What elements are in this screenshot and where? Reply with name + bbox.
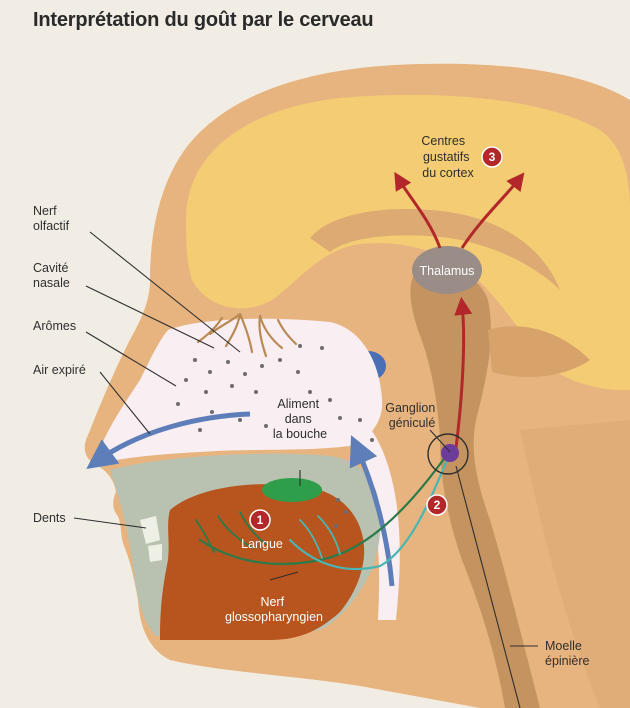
step-marker-1: 1 — [249, 509, 271, 531]
label-cavite-nasale: Cavité nasale — [33, 261, 72, 290]
thalamus — [412, 246, 482, 294]
arrow-cortex-right — [460, 172, 525, 249]
step-2-number: 2 — [434, 498, 441, 512]
brain-inner-arc — [310, 209, 560, 290]
cerebellum — [488, 326, 590, 377]
ganglion-highlight — [427, 433, 469, 475]
arrow-to-thalamus — [454, 296, 473, 449]
label-nerf-olfactif: Nerf olfactif — [33, 204, 70, 233]
air-expired-arrow — [86, 411, 251, 470]
pharynx — [346, 410, 400, 620]
step-3-number: 3 — [489, 150, 496, 164]
label-dents: Dents — [33, 511, 66, 525]
brain — [186, 94, 630, 391]
brainstem — [410, 266, 540, 708]
teeth-lower — [148, 544, 162, 562]
step-1-number: 1 — [257, 513, 264, 527]
ganglion — [441, 444, 459, 462]
olfactory-nerve — [196, 312, 298, 358]
label-aromes: Arômes — [33, 319, 76, 333]
taste-nerves — [195, 454, 450, 571]
diagram-title: Interprétation du goût par le cerveau — [33, 9, 374, 31]
step-marker-2: 2 — [426, 494, 448, 516]
label-moelle: Moelle épinière — [545, 639, 590, 668]
retronasal-arrow — [349, 435, 395, 587]
label-langue: Langue — [241, 537, 283, 551]
leader-lines — [73, 231, 538, 708]
label-centres-gustatifs: Centres gustatifs du cortex — [421, 134, 474, 180]
arrow-cortex-left — [394, 171, 442, 249]
label-aliment: Aliment dans la bouche — [273, 397, 327, 441]
label-nerf-glosso: Nerf glossopharyngien — [225, 595, 323, 624]
label-ganglion: Ganglion géniculé — [385, 401, 439, 430]
neck-shade — [520, 420, 630, 708]
teeth — [140, 516, 160, 544]
label-thalamus: Thalamus — [420, 264, 475, 278]
food-bolus — [262, 478, 322, 502]
label-air-expire: Air expiré — [33, 363, 86, 377]
step-marker-3: 3 — [481, 146, 503, 168]
